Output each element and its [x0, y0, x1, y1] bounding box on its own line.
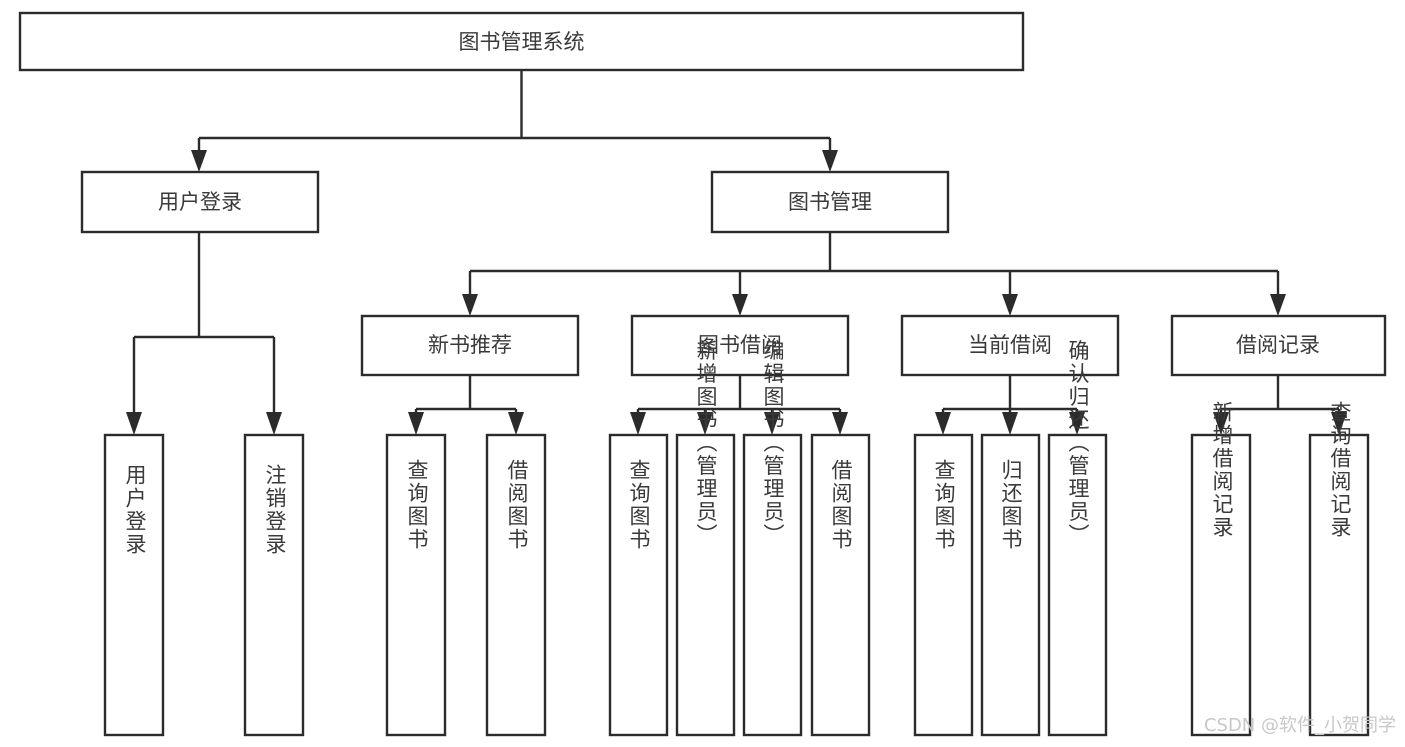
leaf-borrow-book-2-label: 借阅图书: [829, 459, 853, 551]
node-book-borrow-box[interactable]: [630, 314, 850, 377]
leaf-borrow-book-2-box[interactable]: [810, 433, 871, 737]
arrow-head-user-login: [191, 150, 207, 172]
leaf-add-book-box[interactable]: [675, 433, 736, 737]
node-user-login-label: 用户登录: [158, 190, 242, 214]
arrow-head-leaf-return-book: [1002, 412, 1018, 435]
leaf-add-record[interactable]: 新增借阅记录: [1190, 401, 1252, 737]
connector-layer: [126, 70, 1347, 435]
node-borrow-record-label: 借阅记录: [1236, 333, 1320, 357]
node-book-borrow[interactable]: 图书借阅: [630, 314, 850, 377]
node-book-borrow-label: 图书借阅: [698, 333, 782, 357]
leaf-edit-book[interactable]: 编辑图书（管理员）: [742, 340, 803, 737]
leaf-logout[interactable]: 注销登录: [243, 433, 305, 737]
leaf-confirm-return-label: 确认归还（管理员）: [1066, 340, 1090, 547]
leaf-return-book-label: 归还图书: [999, 459, 1023, 551]
node-book-manage[interactable]: 图书管理: [710, 170, 950, 234]
leaf-user-login-label: 用户登录: [123, 464, 147, 556]
node-new-book-recommend[interactable]: 新书推荐: [360, 314, 580, 377]
arrow-head-leaf-borrow-book-1: [508, 412, 524, 435]
arrow-head-leaf-user-login: [126, 412, 142, 435]
node-borrow-record[interactable]: 借阅记录: [1170, 314, 1387, 377]
arrow-head-leaf-query-book-2: [630, 412, 646, 435]
arrow-head-leaf-query-record: [1331, 412, 1347, 435]
node-book-manage-box[interactable]: [710, 170, 950, 234]
arrow-head-leaf-borrow-book-2: [832, 412, 848, 435]
leaf-edit-book-label: 编辑图书（管理员）: [761, 340, 785, 547]
leaf-borrow-book-1[interactable]: 借阅图书: [485, 433, 547, 737]
leaf-query-book-3-label: 查询图书: [932, 459, 956, 551]
arrow-head-book-manage: [822, 150, 838, 172]
node-root-box[interactable]: [18, 11, 1025, 72]
leaf-query-book-2-label: 查询图书: [627, 459, 651, 551]
node-root-label: 图书管理系统: [459, 30, 585, 54]
leaf-query-book-1[interactable]: 查询图书: [385, 433, 447, 737]
leaf-confirm-return-box[interactable]: [1047, 433, 1108, 737]
leaf-add-book[interactable]: 新增图书（管理员）: [675, 340, 736, 737]
node-root[interactable]: 图书管理系统: [18, 11, 1025, 72]
node-borrow-record-box[interactable]: [1170, 314, 1387, 377]
leaf-query-book-2-box[interactable]: [608, 433, 669, 737]
arrow-head-leaf-query-book-1: [408, 412, 424, 435]
leaf-logout-label: 注销登录: [263, 464, 287, 556]
arrow-head-leaf-query-book-3: [935, 412, 951, 435]
node-user-login-box[interactable]: [80, 170, 320, 234]
leaf-borrow-book-1-box[interactable]: [485, 433, 547, 737]
leaf-add-record-label: 新增借阅记录: [1210, 401, 1234, 539]
node-book-manage-label: 图书管理: [788, 190, 872, 214]
leaf-query-record-box[interactable]: [1308, 433, 1370, 737]
leaf-query-book-2[interactable]: 查询图书: [608, 433, 669, 737]
arrow-head-leaf-add-record: [1213, 412, 1229, 435]
node-new-book-recommend-box[interactable]: [360, 314, 580, 377]
leaf-return-book-box[interactable]: [980, 433, 1041, 737]
leaf-edit-book-box[interactable]: [742, 433, 803, 737]
node-current-borrow[interactable]: 当前借阅: [900, 314, 1120, 377]
node-current-borrow-label: 当前借阅: [968, 333, 1052, 357]
csdn-watermark: CSDN @软件_小贺同学: [1204, 715, 1396, 736]
node-user-login[interactable]: 用户登录: [80, 170, 320, 234]
arrow-head-leaf-logout: [266, 412, 282, 435]
leaf-borrow-book-2[interactable]: 借阅图书: [810, 433, 871, 737]
node-current-borrow-box[interactable]: [900, 314, 1120, 377]
leaf-query-record-label: 查询借阅记录: [1328, 401, 1352, 539]
leaf-confirm-return[interactable]: 确认归还（管理员）: [1047, 340, 1108, 737]
arrow-head-new-book-recommend: [462, 294, 478, 316]
leaf-logout-box[interactable]: [243, 433, 305, 737]
leaf-query-book-1-label: 查询图书: [405, 459, 429, 551]
leaf-borrow-book-1-label: 借阅图书: [505, 459, 529, 551]
leaf-query-record[interactable]: 查询借阅记录: [1308, 401, 1370, 737]
leaf-add-book-label: 新增图书（管理员）: [694, 340, 718, 547]
node-new-book-recommend-label: 新书推荐: [428, 333, 512, 357]
arrow-head-leaf-edit-book: [764, 412, 780, 435]
leaf-query-book-3-box[interactable]: [913, 433, 974, 737]
arrow-head-book-borrow: [732, 294, 748, 316]
leaf-return-book[interactable]: 归还图书: [980, 433, 1041, 737]
leaf-user-login[interactable]: 用户登录: [103, 433, 165, 737]
arrow-head-borrow-record: [1270, 294, 1286, 316]
leaf-add-record-box[interactable]: [1190, 433, 1252, 737]
arrow-head-leaf-confirm-return: [1069, 412, 1085, 435]
leaf-user-login-box[interactable]: [103, 433, 165, 737]
arrow-head-current-borrow: [1002, 294, 1018, 316]
leaf-query-book-1-box[interactable]: [385, 433, 447, 737]
leaf-query-book-3[interactable]: 查询图书: [913, 433, 974, 737]
arrow-head-leaf-add-book: [697, 412, 713, 435]
